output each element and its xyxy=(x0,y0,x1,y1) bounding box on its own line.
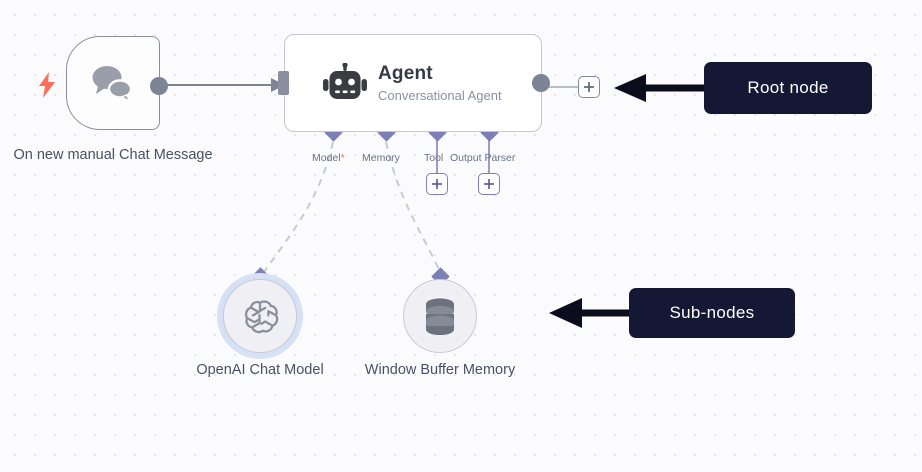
chat-bubbles-icon xyxy=(92,66,133,104)
trigger-output-port[interactable] xyxy=(150,77,168,95)
plus-icon xyxy=(432,179,442,189)
annotation-root-node: Root node xyxy=(704,62,872,114)
agent-input-port[interactable] xyxy=(278,71,289,95)
openai-logo-icon xyxy=(244,300,279,334)
annotation-arrow-subnodes xyxy=(549,298,638,328)
trigger-node-label: On new manual Chat Message xyxy=(13,147,213,163)
window-buffer-memory-label: Window Buffer Memory xyxy=(364,362,516,378)
agent-node-subtitle: Conversational Agent xyxy=(378,88,502,103)
plus-icon xyxy=(584,82,594,92)
robot-icon xyxy=(323,63,367,99)
agent-node-text: Agent Conversational Agent xyxy=(378,63,502,104)
lightning-bolt-icon xyxy=(39,72,55,98)
database-icon xyxy=(426,298,454,335)
node-window-buffer-memory[interactable] xyxy=(403,279,477,353)
add-tool-button[interactable] xyxy=(426,173,448,195)
port-label-memory: Memory xyxy=(362,152,400,164)
annotation-arrow-root xyxy=(614,74,714,102)
annotation-root-node-text: Root node xyxy=(747,78,829,97)
port-label-tool: Tool xyxy=(424,152,444,164)
node-agent[interactable]: Agent Conversational Agent xyxy=(278,34,550,132)
port-label-model: Model* xyxy=(312,152,345,164)
add-main-node-button[interactable] xyxy=(578,76,600,98)
port-label-output-parser: Output Parser xyxy=(450,152,516,164)
add-output-parser-button[interactable] xyxy=(478,173,500,195)
port-label-model-text: Model xyxy=(312,152,341,164)
agent-output-port[interactable] xyxy=(532,74,550,92)
node-openai-chat-model[interactable] xyxy=(223,279,297,353)
agent-node-title: Agent xyxy=(378,63,433,84)
port-required-marker: * xyxy=(340,152,345,164)
annotation-sub-nodes-text: Sub-nodes xyxy=(669,303,755,322)
node-on-new-manual-chat-message[interactable] xyxy=(66,36,168,130)
openai-chat-model-label: OpenAI Chat Model xyxy=(196,362,324,378)
annotation-sub-nodes: Sub-nodes xyxy=(629,288,795,338)
plus-icon xyxy=(484,179,494,189)
